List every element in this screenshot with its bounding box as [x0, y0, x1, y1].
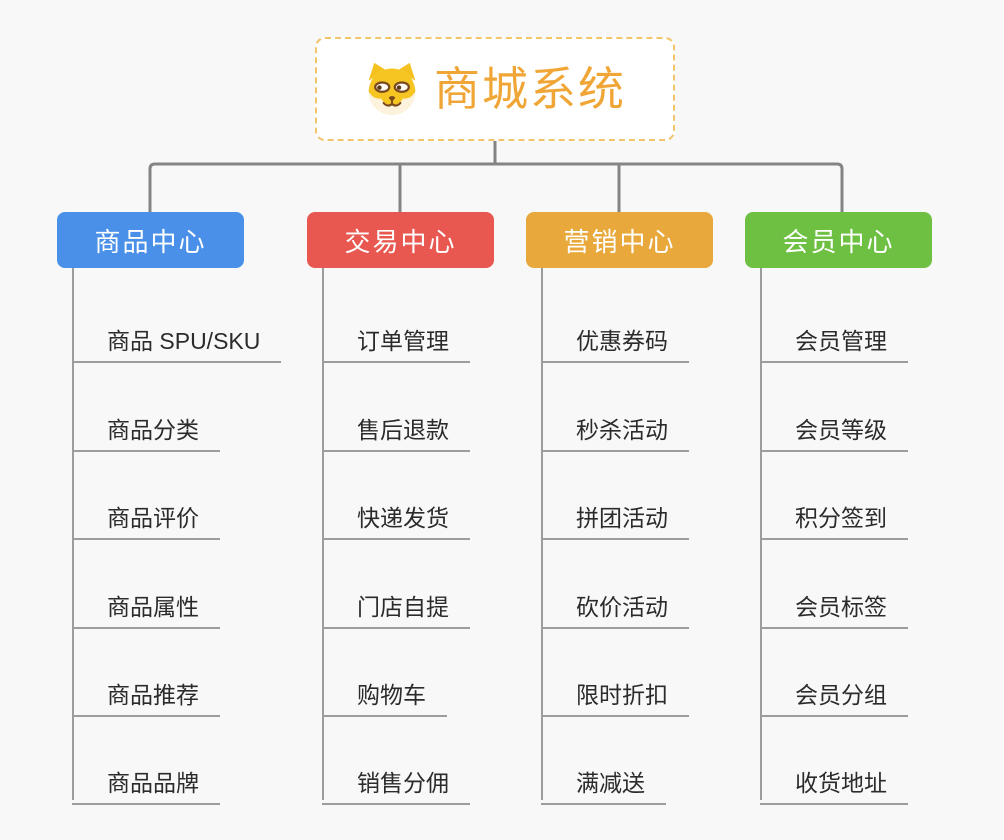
leaf-item[interactable]: 购物车: [322, 670, 447, 717]
leaf-item[interactable]: 会员等级: [760, 405, 908, 452]
branch-trunk-line: [541, 268, 543, 800]
leaf-item[interactable]: 秒杀活动: [541, 405, 689, 452]
leaf-item[interactable]: 砍价活动: [541, 582, 689, 629]
leaf-item[interactable]: 会员分组: [760, 670, 908, 717]
dog-face-icon: [368, 62, 416, 116]
branch-trunk-line: [760, 268, 762, 800]
branch-header-trade[interactable]: 交易中心: [307, 212, 494, 268]
branch-header-members[interactable]: 会员中心: [745, 212, 932, 268]
branch-trunk-line: [72, 268, 74, 800]
leaf-item[interactable]: 积分签到: [760, 493, 908, 540]
branch-header-marketing[interactable]: 营销中心: [526, 212, 713, 268]
branch-trunk-line: [322, 268, 324, 800]
leaf-item[interactable]: 商品 SPU/SKU: [72, 316, 282, 363]
root-title: 商城系统: [434, 63, 626, 115]
leaf-item[interactable]: 订单管理: [322, 316, 470, 363]
leaf-item[interactable]: 优惠券码: [541, 316, 689, 363]
leaf-item[interactable]: 商品品牌: [72, 758, 220, 805]
leaf-item[interactable]: 拼团活动: [541, 493, 689, 540]
leaf-item[interactable]: 满减送: [541, 758, 666, 805]
branch-header-products[interactable]: 商品中心: [57, 212, 244, 268]
branch-column-members: 会员中心 会员管理 会员等级 积分签到 会员标签 会员分组 收货地址: [745, 0, 1004, 840]
leaf-item[interactable]: 销售分佣: [322, 758, 470, 805]
leaf-item[interactable]: 商品推荐: [72, 670, 220, 717]
branch-column-marketing: 营销中心 优惠券码 秒杀活动 拼团活动 砍价活动 限时折扣 满减送: [526, 0, 786, 840]
leaf-item[interactable]: 会员管理: [760, 316, 908, 363]
branch-column-products: 商品中心 商品 SPU/SKU 商品分类 商品评价 商品属性 商品推荐 商品品牌: [57, 0, 317, 840]
leaf-item[interactable]: 快递发货: [322, 493, 470, 540]
leaf-item[interactable]: 商品评价: [72, 493, 220, 540]
leaf-item[interactable]: 会员标签: [760, 582, 908, 629]
leaf-item[interactable]: 收货地址: [760, 758, 908, 805]
leaf-item[interactable]: 售后退款: [322, 405, 470, 452]
leaf-item[interactable]: 商品属性: [72, 582, 220, 629]
branch-column-trade: 交易中心 订单管理 售后退款 快递发货 门店自提 购物车 销售分佣: [307, 0, 567, 840]
leaf-item[interactable]: 商品分类: [72, 405, 220, 452]
leaf-item[interactable]: 门店自提: [322, 582, 470, 629]
root-node[interactable]: 商城系统: [315, 37, 675, 141]
leaf-item[interactable]: 限时折扣: [541, 670, 689, 717]
